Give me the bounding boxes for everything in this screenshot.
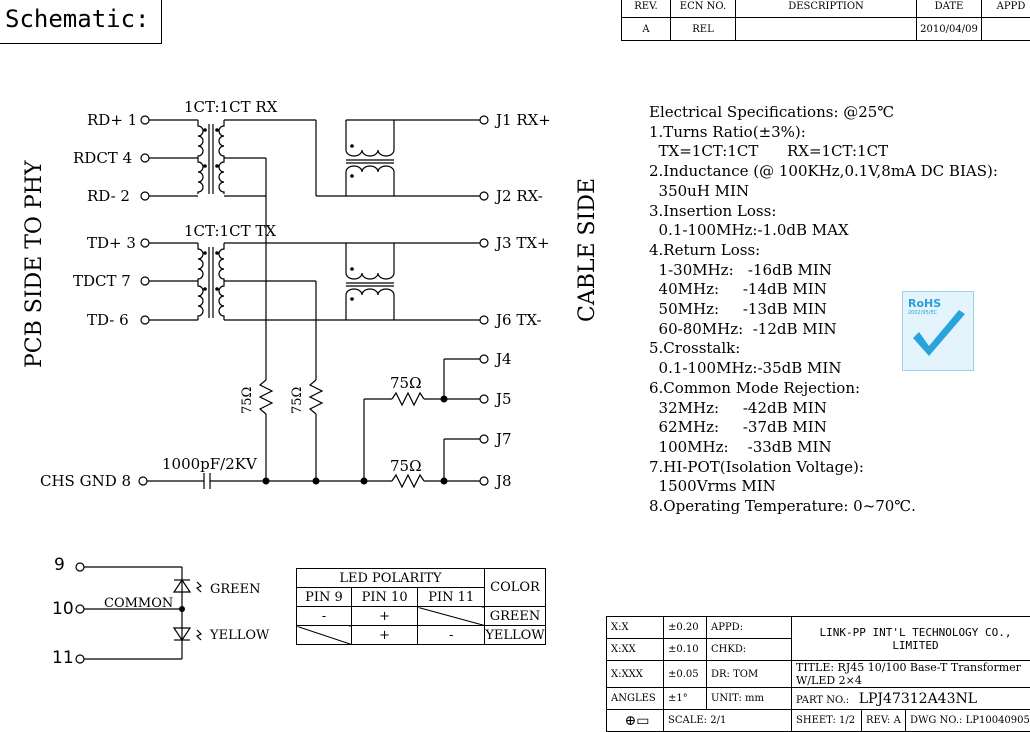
part-no-label: PART NO.: — [796, 695, 849, 706]
rev-label: REV: — [866, 715, 890, 726]
pin-td-plus: TD+ 3 — [87, 234, 136, 252]
sheet-label: SHEET: — [796, 715, 836, 726]
led-green-label: GREEN — [210, 582, 261, 597]
spec-line: 0.1-100MHz:-1.0dB MAX — [649, 221, 998, 241]
dwg-value: LP10040905 — [966, 715, 1030, 726]
tol-xxx: X:XXX — [607, 661, 664, 688]
pin-j8: J8 — [496, 472, 512, 490]
tol-x-val: ±0.20 — [664, 617, 707, 639]
pin-j5: J5 — [496, 390, 512, 408]
pin-j4: J4 — [496, 350, 512, 368]
tol-xx: X:XX — [607, 639, 664, 661]
pin-rdct: RDCT 4 — [73, 149, 132, 167]
rev-cell: REV: A — [862, 710, 906, 732]
angles: ANGLES — [607, 688, 664, 710]
part-no-cell: PART NO.: LPJ47312A43NL — [792, 688, 1030, 710]
appd: APPD: — [707, 617, 792, 639]
rohs-badge: RoHS 2002/95/EC — [902, 291, 974, 371]
spec-line: 1-30MHz: -16dB MIN — [649, 261, 998, 281]
spec-line: 6.Common Mode Rejection: — [649, 379, 998, 399]
cell: GREEN — [485, 607, 546, 626]
led-common-label: COMMON — [104, 596, 173, 611]
col-pin11: PIN 11 — [418, 588, 485, 607]
spec-line: 1500Vrms MIN — [649, 477, 998, 497]
pcb-side-label: PCB SIDE TO PHY — [22, 161, 47, 368]
sheet-cell: SHEET: 1/2 — [792, 710, 862, 732]
cell: + — [351, 626, 418, 645]
pin-j2: J2 RX- — [496, 187, 543, 205]
pin-rd-minus: RD- 2 — [87, 187, 130, 205]
check-icon — [903, 292, 973, 370]
spec-line: 2.Inductance (@ 100KHz,0.1V,8mA DC BIAS)… — [649, 162, 998, 182]
unit: UNIT: mm — [707, 688, 792, 710]
cell: + — [351, 607, 418, 626]
spec-line: 350uH MIN — [649, 182, 998, 202]
spec-line: 3.Insertion Loss: — [649, 202, 998, 222]
pin-td-minus: TD- 6 — [87, 311, 129, 329]
chkd: CHKD: — [707, 639, 792, 661]
pin-j6: J6 TX- — [496, 311, 542, 329]
scale-label: SCALE: — [668, 715, 707, 726]
spec-line: 8.Operating Temperature: 0~70℃. — [649, 497, 998, 517]
resistor-mid-label: 75Ω — [290, 387, 305, 414]
capacitor-label: 1000pF/2KV — [162, 455, 257, 473]
angles-val: ±1° — [664, 688, 707, 710]
resistor-left-label: 75Ω — [240, 387, 255, 414]
pin-j7: J7 — [496, 430, 512, 448]
table-row: + - YELLOW — [297, 626, 546, 645]
table-row: - + GREEN — [297, 607, 546, 626]
spec-line: 1.Turns Ratio(±3%): — [649, 123, 998, 143]
led-pin-9: 9 — [54, 555, 65, 575]
cell-slash — [418, 607, 485, 626]
pin-rd-plus: RD+ 1 — [87, 111, 137, 129]
pin-j1: J1 RX+ — [496, 111, 551, 129]
col-pin10: PIN 10 — [351, 588, 418, 607]
led-pin-11: 11 — [52, 648, 74, 668]
tol-xx-val: ±0.10 — [664, 639, 707, 661]
company-name: LINK-PP INT'L TECHNOLOGY CO., LIMITED — [792, 617, 1030, 661]
pin-j3: J3 TX+ — [496, 234, 550, 252]
title-block: X:X ±0.20 APPD: LINK-PP INT'L TECHNOLOGY… — [606, 616, 1030, 732]
col-pin9: PIN 9 — [297, 588, 352, 607]
led-yellow-label: YELLOW — [210, 628, 269, 643]
led-polarity-table: LED POLARITY COLOR PIN 9 PIN 10 PIN 11 -… — [296, 568, 546, 645]
scale-cell: SCALE: 2/1 — [664, 710, 792, 732]
tol-xxx-val: ±0.05 — [664, 661, 707, 688]
pin-tdct: TDCT 7 — [73, 272, 131, 290]
drawn-by: DR: TOM — [707, 661, 792, 688]
spec-line: 4.Return Loss: — [649, 241, 998, 261]
rx-ratio-label: 1CT:1CT RX — [184, 98, 277, 116]
spec-line: Electrical Specifications: @25℃ — [649, 103, 998, 123]
part-no: LPJ47312A43NL — [859, 691, 977, 707]
led-polarity-title: LED POLARITY — [297, 569, 485, 588]
cell: - — [418, 626, 485, 645]
projection-icon: ⊕▭ — [607, 710, 664, 732]
scale-value: 2/1 — [710, 715, 726, 726]
dwg-cell: DWG NO.: LP10040905 — [906, 710, 1030, 732]
resistor-j5-label: 75Ω — [390, 374, 422, 392]
chs-gnd-label: CHS GND 8 — [40, 472, 131, 490]
spec-line: TX=1CT:1CT RX=1CT:1CT — [649, 142, 998, 162]
cable-side-label: CABLE SIDE — [575, 178, 600, 322]
color-header: COLOR — [485, 569, 546, 607]
dwg-label: DWG NO.: — [910, 715, 962, 726]
tol-x: X:X — [607, 617, 664, 639]
spec-line: 62MHz: -37dB MIN — [649, 418, 998, 438]
tx-ratio-label: 1CT:1CT TX — [184, 222, 276, 240]
spec-line: 7.HI-POT(Isolation Voltage): — [649, 458, 998, 478]
cell-slash — [297, 626, 352, 645]
resistor-j8-label: 75Ω — [390, 457, 422, 475]
spec-line: 32MHz: -42dB MIN — [649, 399, 998, 419]
rev-value: A — [894, 715, 901, 726]
led-pin-10: 10 — [52, 599, 74, 619]
sheet-value: 1/2 — [839, 715, 855, 726]
spec-line: 100MHz: -33dB MIN — [649, 438, 998, 458]
drawing-title: TITLE: RJ45 10/100 Base-T Transformer W/… — [792, 661, 1030, 688]
cell: - — [297, 607, 352, 626]
cell: YELLOW — [485, 626, 546, 645]
